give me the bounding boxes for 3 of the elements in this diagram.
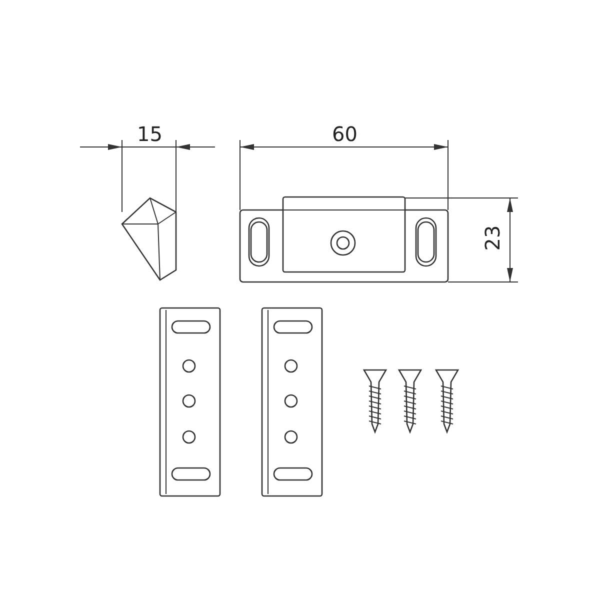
dimension-label: 15 [137,124,162,144]
dimension-label: 60 [332,124,358,144]
dimension-label: 23 [482,225,503,251]
